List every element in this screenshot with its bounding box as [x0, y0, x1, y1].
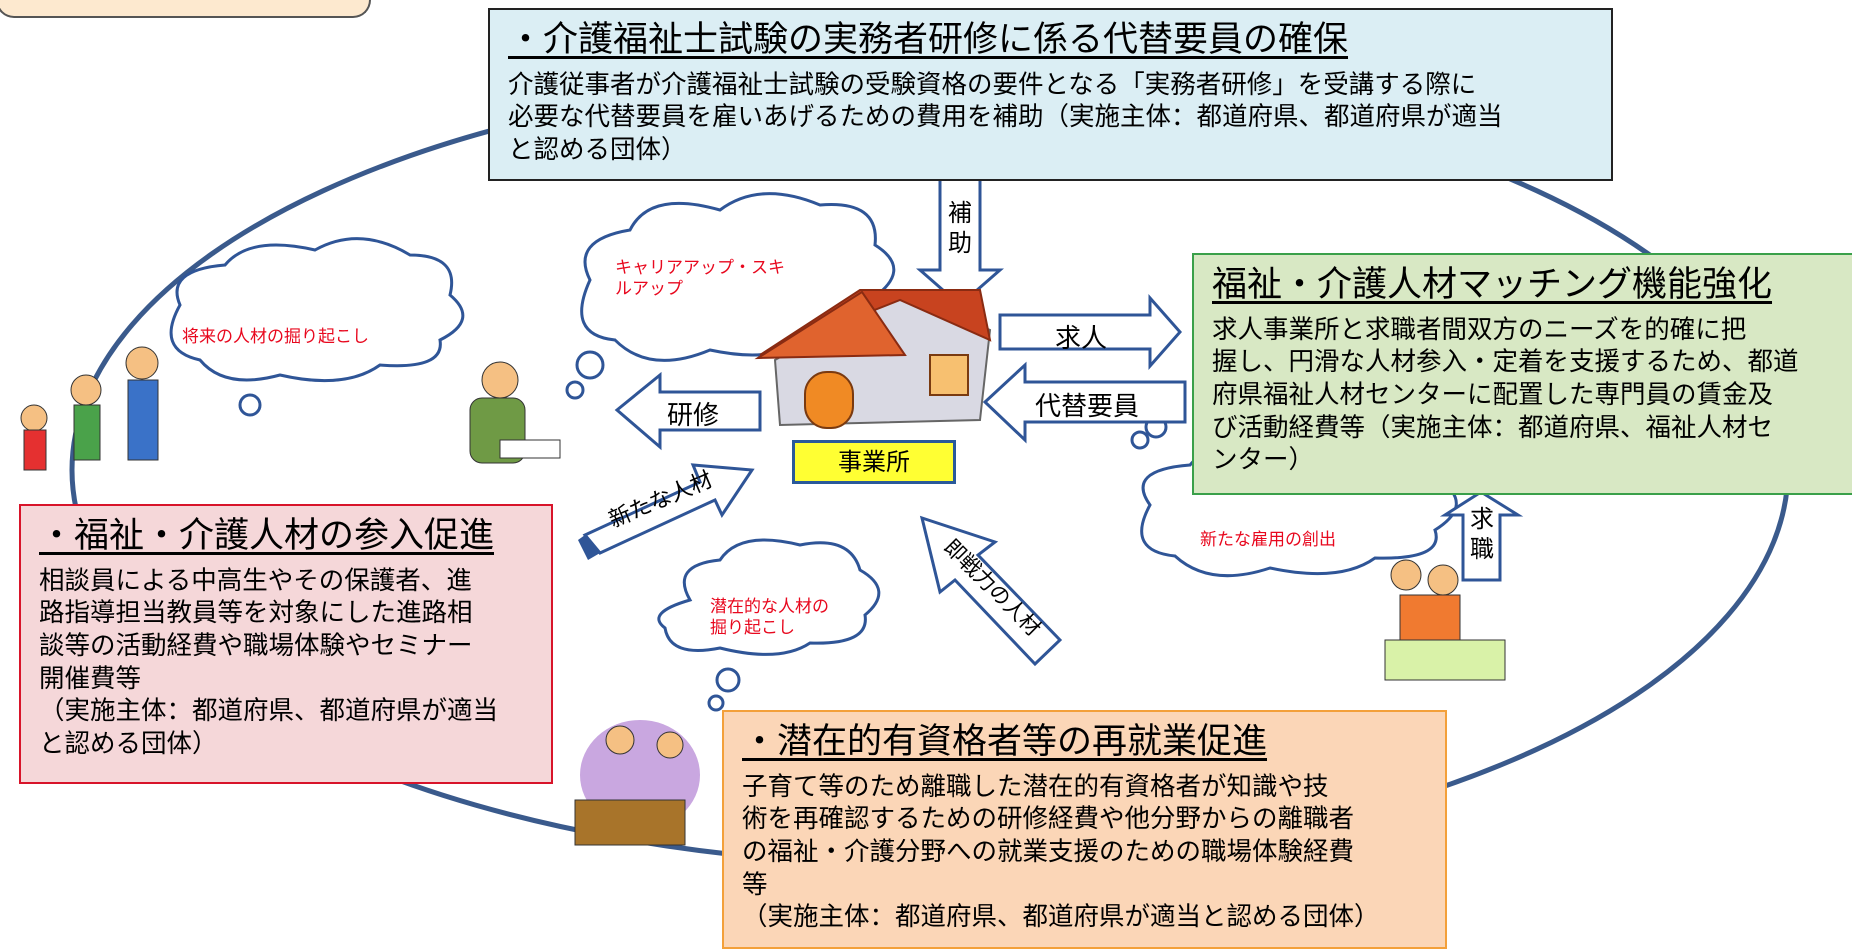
entry-promotion-body: 相談員による中高生やその保護者、進 路指導担当教員等を対象にした進路相 談等の活… — [39, 565, 533, 761]
body-line: 術を再確認するための研修経費や他分野からの離職者 — [742, 804, 1355, 835]
cloud-line: 新たな雇用の創出 — [1200, 530, 1336, 550]
matching-body: 求人事業所と求職者間双方のニーズを的確に把 握し、円滑な人材参入・定着を支援する… — [1212, 314, 1834, 477]
body-line: 必要な代替要員を雇いあげるための費用を補助（実施主体：都道府県、都道府県が適当 — [508, 102, 1503, 133]
job-seeking-label: 求 職 — [1467, 504, 1497, 564]
body-line: 求人事業所と求職者間双方のニーズを的確に把 — [1212, 314, 1747, 345]
top-left-box-fragment — [0, 0, 371, 18]
cloud-line: 潜在的な人材の — [710, 597, 829, 617]
cloud-line: 将来の人材の掘り起こし — [182, 327, 369, 347]
substitute-staff-box: ・介護福祉士試験の実務者研修に係る代替要員の確保 介護従事者が介護福祉士試験の受… — [488, 8, 1613, 181]
matching-title: 福祉・介護人材マッチング機能強化 — [1212, 265, 1773, 305]
children-illustration — [20, 346, 159, 471]
body-line: び活動経費等（実施主体：都道府県、福祉人材セ — [1212, 412, 1774, 443]
cloud-latent — [657, 538, 881, 712]
subsidy-label: 補 助 — [945, 198, 975, 258]
reading-man-illustration — [469, 361, 561, 464]
arrow-subsidy — [916, 166, 1004, 307]
body-line: （実施主体：都道府県、都道府県が適当 — [39, 696, 499, 727]
body-line: と認める団体） — [39, 728, 218, 759]
substitute-staff-body: 介護従事者が介護福祉士試験の受験資格の要件となる「実務者研修」を受講する際に 必… — [508, 69, 1593, 167]
reemployment-body: 子育て等のため離職した潜在的有資格者が知識や技 術を再確認するための研修経費や他… — [742, 771, 1427, 934]
body-line: 等 — [742, 869, 768, 900]
entry-promotion-box: ・福祉・介護人材の参入促進 相談員による中高生やその保護者、進 路指導担当教員等… — [19, 504, 553, 784]
body-line: の福祉・介護分野への就業支援のための職場体験経費 — [742, 837, 1355, 868]
body-line: ンター） — [1212, 445, 1315, 476]
subsidy-char: 助 — [948, 229, 972, 257]
matching-box: 福祉・介護人材マッチング機能強化 求人事業所と求職者間双方のニーズを的確に把 握… — [1192, 253, 1852, 495]
job-seeking-char: 求 — [1470, 505, 1494, 533]
subsidy-char: 補 — [948, 199, 972, 227]
job-offer-label: 求人 — [1055, 324, 1108, 354]
cloud-line: キャリアアップ・スキ — [615, 258, 785, 278]
arrow-new-talent-tail — [578, 535, 600, 560]
substitute-staff-label: 代替要員 — [1035, 392, 1140, 422]
couple-illustration — [1384, 559, 1506, 681]
body-line: 握し、円滑な人材参入・定着を支援するため、都道 — [1212, 347, 1799, 378]
cloud-future-text: 将来の人材の掘り起こし — [182, 327, 369, 348]
body-line: 開催費等 — [39, 663, 142, 694]
office-label: 事業所 — [792, 440, 956, 484]
cloud-line: ルアップ — [615, 279, 683, 300]
cloud-latent-text: 潜在的な人材の 掘り起こし — [710, 597, 829, 640]
body-line: （実施主体：都道府県、都道府県が適当と認める団体） — [742, 902, 1380, 933]
body-line: 子育て等のため離職した潜在的有資格者が知識や技 — [742, 771, 1329, 802]
arrow-job-seeking — [1439, 490, 1524, 582]
body-line: 路指導担当教員等を対象にした進路相 — [39, 598, 473, 629]
entry-promotion-title: ・福祉・介護人材の参入促進 — [39, 516, 495, 556]
interview-illustration — [574, 720, 700, 846]
body-line: 談等の活動経費や職場体験やセミナー — [39, 631, 473, 662]
arrow-training — [614, 371, 762, 451]
body-line: 府県福祉人材センターに配置した専門員の賃金及 — [1212, 380, 1774, 411]
arrow-job-offer — [998, 294, 1183, 370]
training-label: 研修 — [667, 401, 720, 431]
body-line: 相談員による中高生やその保護者、進 — [39, 565, 472, 596]
substitute-staff-title: ・介護福祉士試験の実務者研修に係る代替要員の確保 — [508, 20, 1349, 60]
cloud-career-text: キャリアアップ・スキ ルアップ — [615, 258, 785, 301]
body-line: 介護従事者が介護福祉士試験の受験資格の要件となる「実務者研修」を受講する際に — [508, 69, 1477, 100]
reemployment-box: ・潜在的有資格者等の再就業促進 子育て等のため離職した潜在的有資格者が知識や技 … — [722, 710, 1447, 949]
office-house-illustration — [754, 288, 992, 429]
arrow-new-talent — [582, 463, 755, 555]
arrow-ready-talent — [919, 515, 1063, 667]
job-seeking-char: 職 — [1470, 535, 1494, 563]
arrow-substitute-staff — [982, 361, 1187, 444]
cloud-line: 掘り起こし — [710, 618, 795, 639]
body-line: と認める団体） — [508, 135, 687, 166]
reemployment-title: ・潜在的有資格者等の再就業促進 — [742, 722, 1268, 762]
cloud-future — [169, 237, 465, 417]
cloud-new-employment-text: 新たな雇用の創出 — [1200, 530, 1336, 551]
